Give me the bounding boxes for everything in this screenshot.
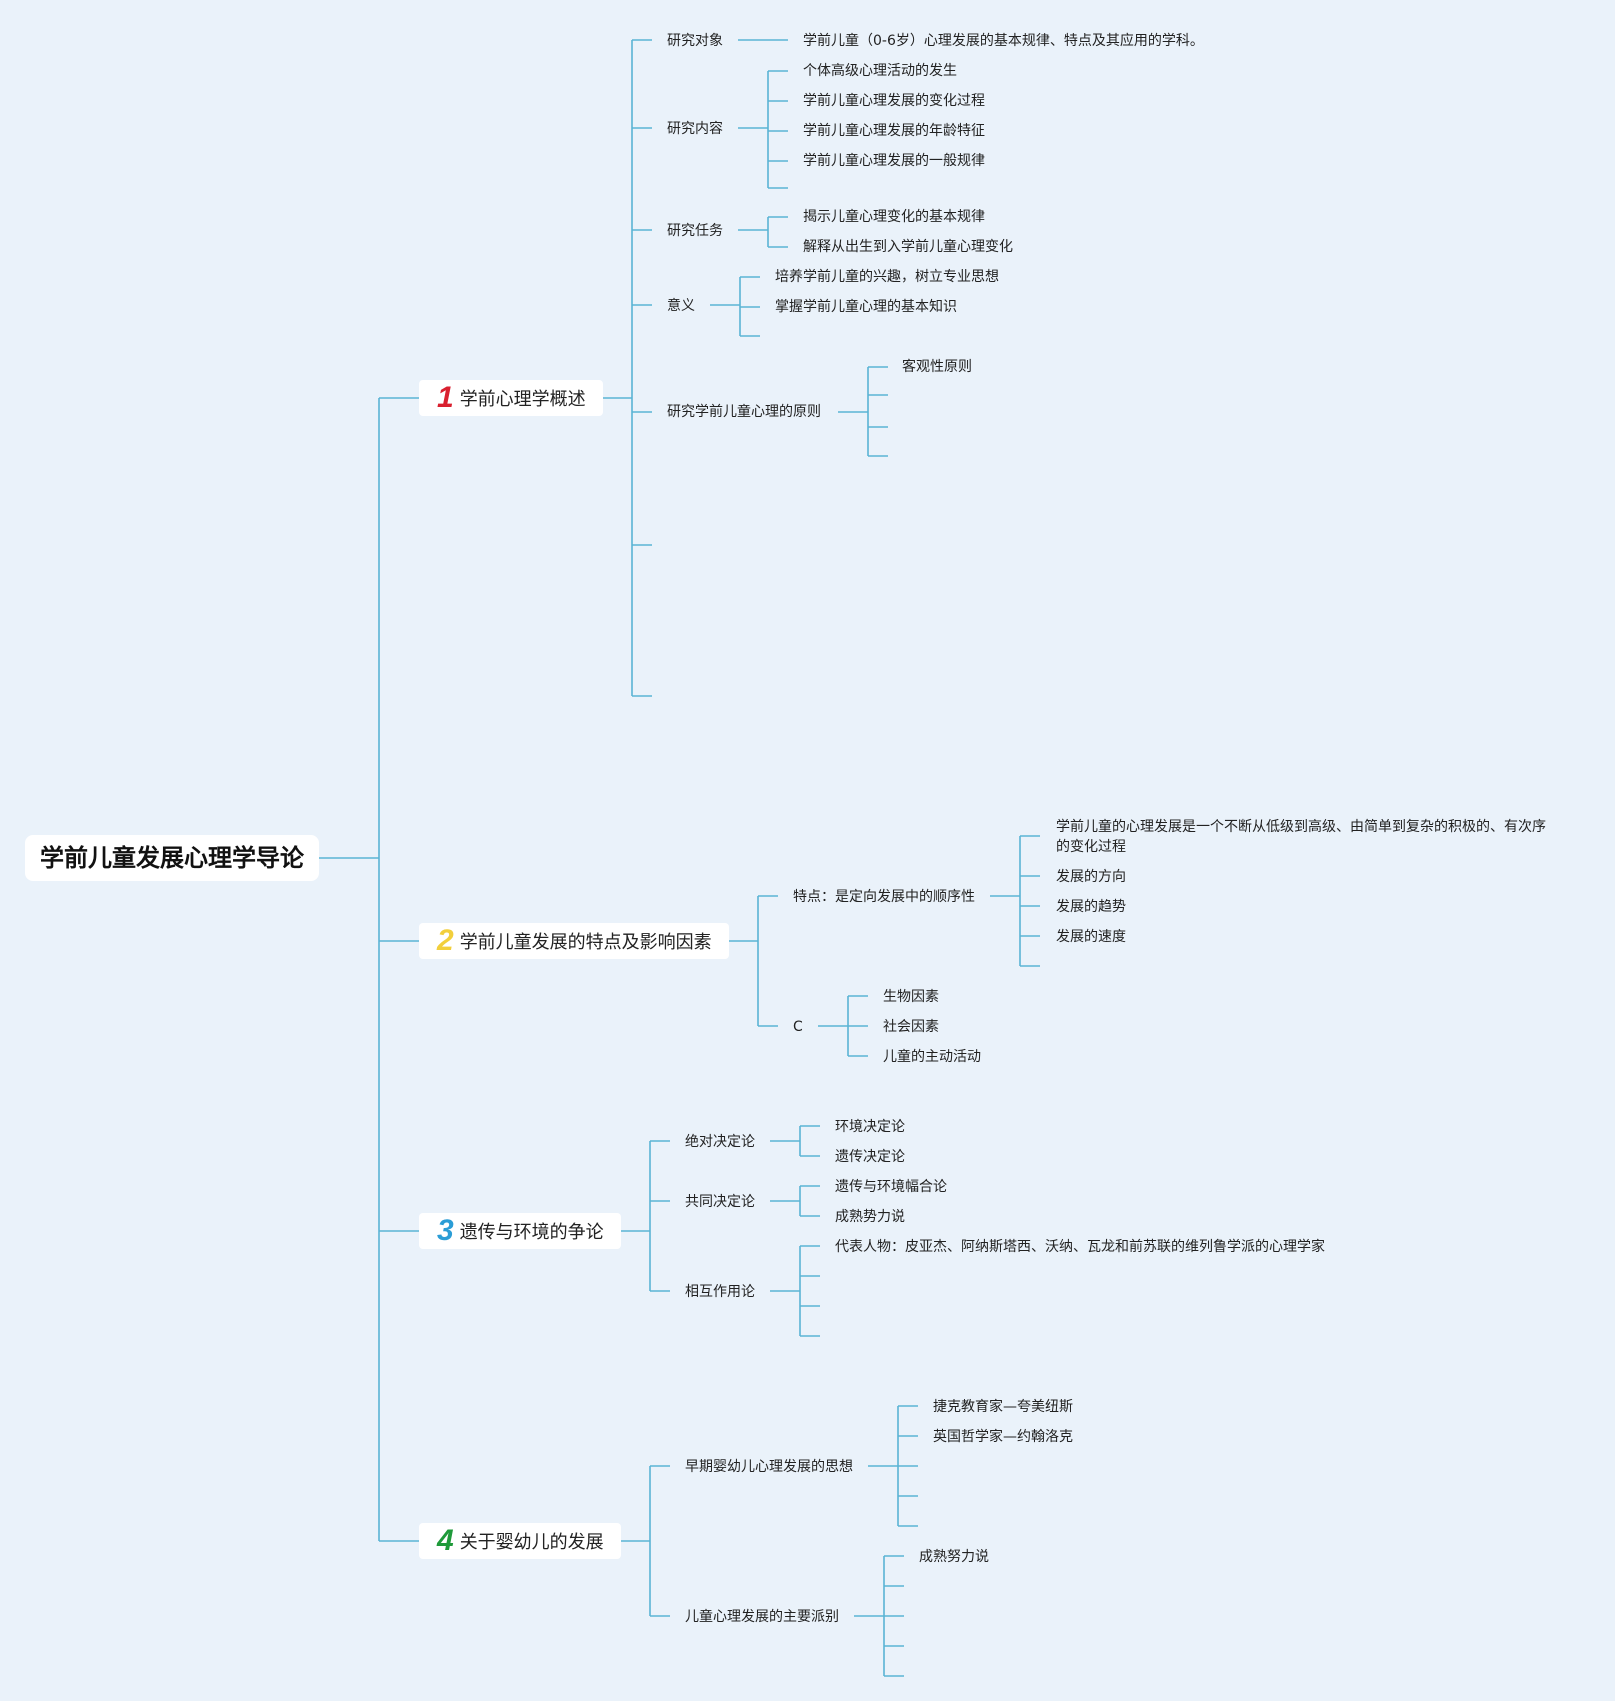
leaf-principle-1[interactable]: 客观性原则 (902, 359, 972, 375)
leaf-schools-1[interactable]: 成熟努力说 (919, 1549, 989, 1565)
branch-number: 1 (437, 381, 454, 414)
leaf-early-1[interactable]: 捷克教育家—夸美纽斯 (933, 1399, 1073, 1415)
leaf-meaning-2[interactable]: 掌握学前儿童心理的基本知识 (775, 299, 957, 315)
leaf-early-2[interactable]: 英国哲学家—约翰洛克 (933, 1429, 1073, 1445)
branch-label: 遗传与环境的争论 (459, 1222, 604, 1243)
node-factor[interactable]: C (793, 1019, 803, 1035)
node-research-content[interactable]: 研究内容 (667, 121, 723, 137)
node-main-schools[interactable]: 儿童心理发展的主要派别 (685, 1609, 839, 1625)
node-feature[interactable]: 特点：是定向发展中的顺序性 (793, 889, 975, 905)
node-early-thoughts[interactable]: 早期婴幼儿心理发展的思想 (685, 1459, 853, 1475)
leaf-task-1[interactable]: 揭示儿童心理变化的基本规律 (803, 209, 985, 225)
branch-1-node[interactable]: 1 学前心理学概述 (419, 380, 603, 416)
root-node[interactable]: 学前儿童发展心理学导论 (25, 835, 319, 881)
leaf-content-1[interactable]: 个体高级心理活动的发生 (803, 63, 957, 79)
leaf-factor-1[interactable]: 生物因素 (883, 989, 939, 1005)
branch-number: 4 (437, 1524, 454, 1557)
leaf-feature-2[interactable]: 发展的方向 (1056, 869, 1126, 885)
leaf-research-object[interactable]: 学前儿童（0-6岁）心理发展的基本规律、特点及其应用的学科。 (803, 33, 1204, 49)
leaf-factor-3[interactable]: 儿童的主动活动 (883, 1049, 981, 1065)
leaf-feature-4[interactable]: 发展的速度 (1056, 929, 1126, 945)
branch-label: 学前儿童发展的特点及影响因素 (459, 932, 712, 953)
leaf-absolute-2[interactable]: 遗传决定论 (835, 1149, 905, 1165)
branch-3-node[interactable]: 3 遗传与环境的争论 (419, 1213, 621, 1249)
branch-number: 2 (437, 924, 454, 957)
leaf-content-3[interactable]: 学前儿童心理发展的年龄特征 (803, 123, 985, 139)
node-principle[interactable]: 研究学前儿童心理的原则 (667, 404, 821, 420)
leaf-content-4[interactable]: 学前儿童心理发展的一般规律 (803, 153, 985, 169)
branch-label: 学前心理学概述 (459, 389, 586, 410)
leaf-meaning-1[interactable]: 培养学前儿童的兴趣，树立专业思想 (775, 269, 999, 285)
leaf-absolute-1[interactable]: 环境决定论 (835, 1119, 905, 1135)
node-interaction[interactable]: 相互作用论 (685, 1284, 755, 1300)
node-absolute[interactable]: 绝对决定论 (685, 1134, 755, 1150)
branch-number: 3 (437, 1214, 454, 1247)
leaf-interaction-1[interactable]: 代表人物：皮亚杰、阿纳斯塔西、沃纳、瓦龙和前苏联的维列鲁学派的心理学家 (835, 1239, 1325, 1255)
branch-2-node[interactable]: 2 学前儿童发展的特点及影响因素 (419, 923, 729, 959)
leaf-task-2[interactable]: 解释从出生到入学前儿童心理变化 (803, 239, 1013, 255)
leaf-common-2[interactable]: 成熟势力说 (835, 1209, 905, 1225)
leaf-factor-2[interactable]: 社会因素 (883, 1019, 939, 1035)
branch-4-node[interactable]: 4 关于婴幼儿的发展 (419, 1523, 621, 1559)
branch-label: 关于婴幼儿的发展 (459, 1532, 604, 1553)
leaf-feature-1[interactable]: 学前儿童的心理发展是一个不断从低级到高级、由简单到复杂的积极的、有次序的变化过程 (1056, 819, 1546, 855)
leaf-content-2[interactable]: 学前儿童心理发展的变化过程 (803, 93, 985, 109)
node-research-object[interactable]: 研究对象 (667, 33, 723, 49)
node-research-task[interactable]: 研究任务 (667, 223, 723, 239)
node-common[interactable]: 共同决定论 (685, 1194, 755, 1210)
leaf-common-1[interactable]: 遗传与环境幅合论 (835, 1179, 947, 1195)
node-meaning[interactable]: 意义 (667, 298, 695, 314)
leaf-feature-3[interactable]: 发展的趋势 (1056, 899, 1126, 915)
